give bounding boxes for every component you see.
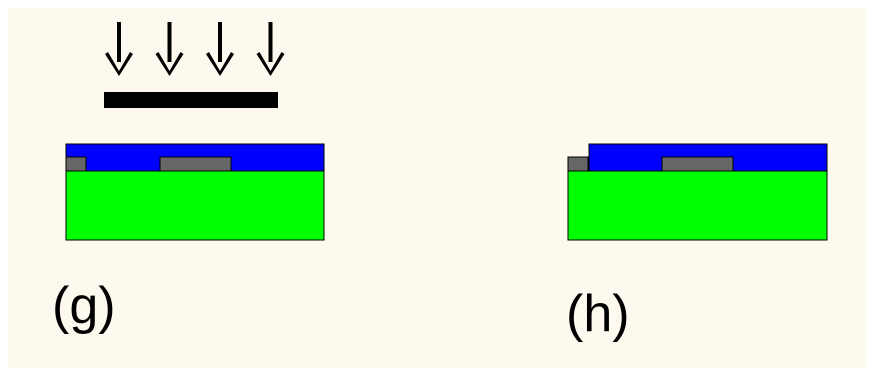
metal-pad-center bbox=[661, 156, 734, 172]
metal-pad-left bbox=[567, 156, 589, 172]
down-arrow-icon bbox=[105, 22, 133, 76]
metal-pad-left bbox=[65, 156, 87, 172]
substrate-layer bbox=[65, 170, 325, 241]
down-arrow-icon bbox=[206, 22, 234, 76]
photomask bbox=[104, 92, 278, 108]
down-arrow-icon bbox=[256, 22, 285, 76]
arrow-shaft bbox=[268, 22, 273, 62]
arrow-shaft bbox=[167, 22, 172, 62]
panel-label-h: (h) bbox=[566, 285, 630, 343]
panel-g: (g) bbox=[52, 22, 325, 335]
panel-h: (h) bbox=[566, 143, 828, 343]
arrow-shaft bbox=[117, 22, 121, 62]
substrate-layer bbox=[567, 170, 828, 241]
panel-label-g: (g) bbox=[52, 277, 116, 335]
arrow-head bbox=[105, 52, 133, 76]
arrow-shaft bbox=[218, 22, 222, 62]
arrow-head bbox=[155, 52, 184, 76]
down-arrow-icon bbox=[155, 22, 184, 76]
exposure-arrows bbox=[105, 22, 285, 76]
metal-pad-center bbox=[159, 156, 232, 172]
arrow-head bbox=[206, 52, 234, 76]
arrow-head bbox=[256, 52, 285, 76]
